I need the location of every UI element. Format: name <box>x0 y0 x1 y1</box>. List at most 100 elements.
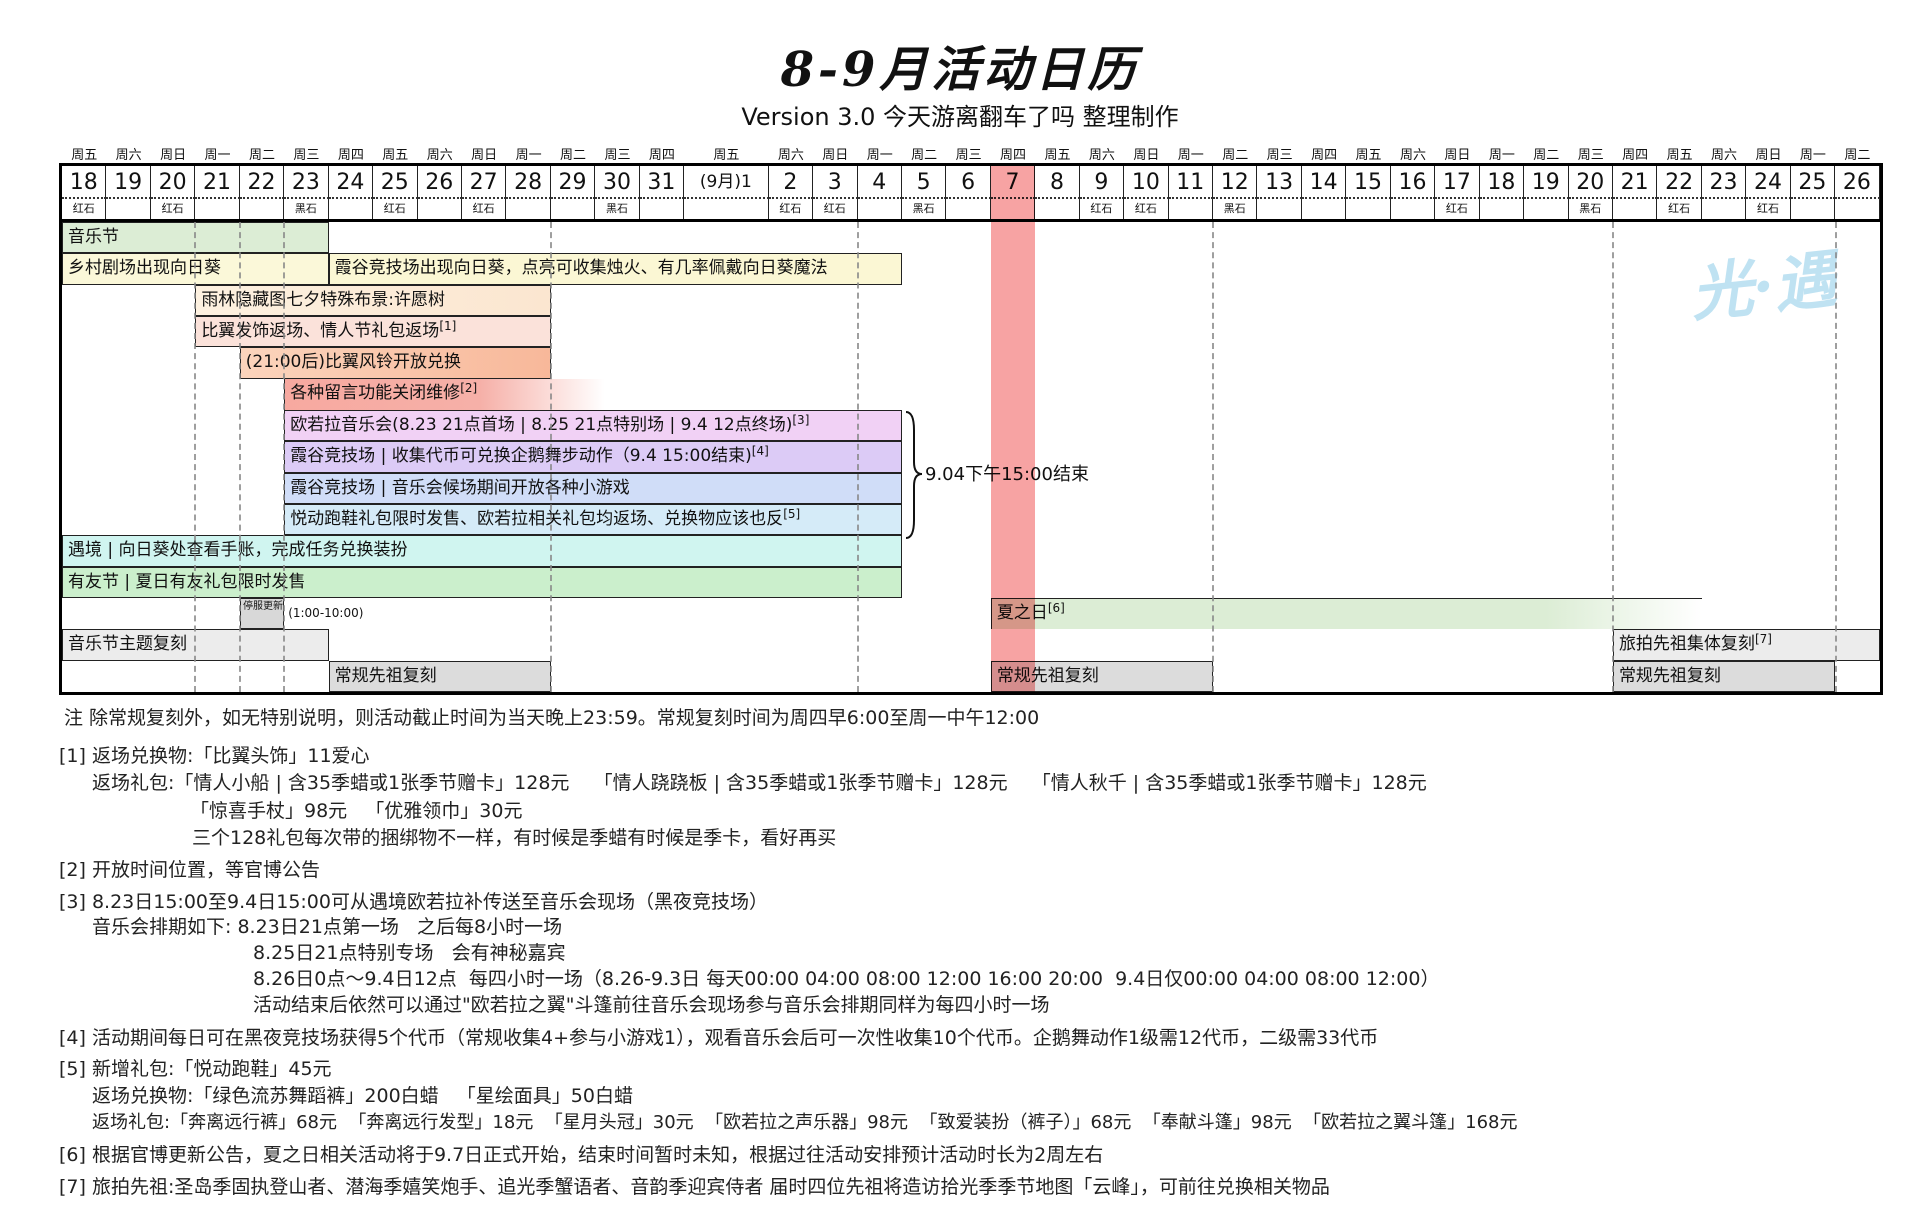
event-bar-regular-rerun-1[interactable]: 常规先祖复刻 <box>328 660 551 692</box>
date-cell[interactable]: 16 <box>1390 166 1436 199</box>
event-bar-penguin-dance[interactable]: 霞谷竞技场 | 收集代币可兑换企鹅舞步动作（9.4 15:00结束)[4] <box>284 441 902 473</box>
weekday-label: 周日 <box>1444 148 1471 163</box>
stone-cell <box>1835 199 1880 219</box>
date-cell[interactable]: 21 <box>195 166 240 199</box>
weekday-label: 周六 <box>115 148 142 163</box>
maintenance-label: 停服更新 <box>242 601 283 612</box>
stone-cell <box>1169 199 1213 219</box>
weekday-label: 周五 <box>1666 148 1693 163</box>
event-label: 悦动跑鞋礼包限时发售、欧若拉相关礼包均返场、兑换物应该也反 <box>290 509 784 529</box>
event-bar-regular-rerun-2[interactable]: 常规先祖复刻 <box>990 660 1213 692</box>
maintenance-box[interactable]: 停服更新 <box>239 598 285 630</box>
stone-cell: 黑石 <box>902 199 947 219</box>
date-cell[interactable]: 20 <box>1568 166 1613 199</box>
date-cell[interactable]: 26 <box>1835 166 1880 199</box>
footnote-ref: [5] <box>783 507 801 521</box>
note-3-special: 8.25日21点特别专场 会有神秘嘉宾 <box>253 942 566 964</box>
note-1-packs: 返场礼包:「情人小船 | 含35季蜡或1张季节赠卡」128元 「情人跷跷板 | … <box>92 772 1427 794</box>
week-divider-dashed-line <box>1612 222 1615 692</box>
date-cell[interactable]: 6 <box>946 166 991 199</box>
date-cell[interactable]: 27 <box>461 166 507 199</box>
weekday-label: 周六 <box>426 148 453 163</box>
event-bar-wing-return[interactable]: 比翼发饰返场、情人节礼包返场[1] <box>195 316 551 348</box>
date-cell[interactable]: 24 <box>328 166 374 199</box>
stone-cell: 红石 <box>1080 199 1125 219</box>
date-cell[interactable]: 4 <box>857 166 902 199</box>
event-label: 霞谷竞技场 | 音乐会候场期间开放各种小游戏 <box>290 477 630 498</box>
event-bar-friend-festival[interactable]: 有友节 | 夏日有友礼包限时发售 <box>62 566 902 598</box>
stone-cell: 黑石 <box>284 199 329 219</box>
weekday-label: 周日 <box>471 148 498 163</box>
date-cell[interactable]: 11 <box>1168 166 1213 199</box>
note-1-packs-2: 「惊喜手杖」98元 「优雅领巾」30元 <box>190 800 523 822</box>
event-bar-running-shoes[interactable]: 悦动跑鞋礼包限时发售、欧若拉相关礼包均返场、兑换物应该也反[5] <box>284 504 902 536</box>
note-7: [7] 旅拍先祖:圣岛季固执登山者、潜海季嬉笑炮手、追光季蟹语者、音韵季迎宾侍者… <box>59 1176 1330 1198</box>
event-bar-isle[interactable]: 遇境 | 向日葵处查看手账，完成任务兑换装扮 <box>62 535 902 567</box>
date-cell[interactable]: 29 <box>550 166 596 199</box>
footnote-ref: [3] <box>792 413 810 427</box>
date-cell[interactable]: 30 <box>595 166 640 199</box>
weekday-label: 周六 <box>777 148 804 163</box>
date-cell[interactable]: 19 <box>106 166 151 199</box>
date-cell[interactable]: 23 <box>284 166 329 199</box>
event-bar-message-off[interactable]: 各种留言功能关闭维修[2] <box>284 378 640 410</box>
date-cell[interactable]: 28 <box>506 166 551 199</box>
weekday-label: 周三 <box>604 148 631 163</box>
weekday-label: 周一 <box>515 148 542 163</box>
stone-cell <box>551 199 596 219</box>
date-cell[interactable]: 15 <box>1346 166 1391 199</box>
stone-cell <box>1702 199 1747 219</box>
date-cell[interactable]: (9月)1 <box>684 166 769 199</box>
date-cell[interactable]: 8 <box>1035 166 1080 199</box>
event-label: 雨林隐藏图七夕特殊布景:许愿树 <box>201 289 446 310</box>
event-bar-summer-day[interactable]: 夏之日[6] <box>990 598 1702 630</box>
date-cell[interactable]: 14 <box>1301 166 1347 199</box>
event-bar-travel-spirits[interactable]: 旅拍先祖集体复刻[7] <box>1612 629 1880 661</box>
event-bar-wind-chime[interactable]: (21:00后)比翼风铃开放兑换 <box>239 347 551 379</box>
date-cell[interactable]: 9 <box>1079 166 1125 199</box>
event-bar-aurora-concert[interactable]: 欧若拉音乐会(8.23 21点首场 | 8.25 21点特别场 | 9.4 12… <box>284 410 902 442</box>
weekday-label: 周六 <box>1088 148 1115 163</box>
date-cell[interactable]: 23 <box>1701 166 1747 199</box>
note-2: [2] 开放时间位置，等官博公告 <box>59 859 320 881</box>
weekday-label: 周日 <box>822 148 849 163</box>
date-cell[interactable]: 5 <box>901 166 947 199</box>
date-cell[interactable]: 7 <box>990 166 1036 199</box>
stone-cell: 红石 <box>373 199 418 219</box>
date-cell[interactable]: 20 <box>150 166 196 199</box>
date-cell[interactable]: 19 <box>1524 166 1569 199</box>
stone-cell <box>1613 199 1658 219</box>
weekday-label: 周二 <box>1222 148 1249 163</box>
weekday-label: 周五 <box>1355 148 1382 163</box>
event-bar-regular-rerun-3[interactable]: 常规先祖复刻 <box>1612 660 1836 692</box>
stone-cell: 红石 <box>151 199 196 219</box>
date-cell[interactable]: 25 <box>373 166 418 199</box>
date-cell[interactable]: 12 <box>1213 166 1258 199</box>
note-3-schedule: 音乐会排期如下: 8.23日21点第一场 之后每8小时一场 <box>92 916 563 938</box>
event-bar-rainforest[interactable]: 雨林隐藏图七夕特殊布景:许愿树 <box>195 284 551 316</box>
date-cell[interactable]: 21 <box>1612 166 1658 199</box>
date-cell[interactable]: 22 <box>239 166 285 199</box>
event-bar-mini-games[interactable]: 霞谷竞技场 | 音乐会候场期间开放各种小游戏 <box>284 472 902 504</box>
date-cell[interactable]: 18 <box>62 166 107 199</box>
date-cell[interactable]: 13 <box>1257 166 1302 199</box>
date-cell[interactable]: 22 <box>1657 166 1702 199</box>
stone-cell: 红石 <box>1657 199 1702 219</box>
stone-cell <box>106 199 151 219</box>
date-cell[interactable]: 25 <box>1790 166 1836 199</box>
weekday-label: 周四 <box>648 148 675 163</box>
date-cell[interactable]: 18 <box>1479 166 1525 199</box>
date-cell[interactable]: 10 <box>1124 166 1169 199</box>
weekday-label: 周二 <box>1844 148 1871 163</box>
event-label: 旅拍先祖集体复刻 <box>1618 634 1755 655</box>
week-divider-dashed-line <box>283 222 286 692</box>
date-cell[interactable]: 24 <box>1746 166 1791 199</box>
date-cell[interactable]: 2 <box>768 166 814 199</box>
date-cell[interactable]: 3 <box>813 166 858 199</box>
event-label: 乡村剧场出现向日葵 <box>68 258 221 279</box>
date-cell[interactable]: 17 <box>1435 166 1480 199</box>
stone-cell: 红石 <box>769 199 814 219</box>
date-cell[interactable]: 26 <box>417 166 462 199</box>
event-bar-valley-sunflower[interactable]: 霞谷竞技场出现向日葵，点亮可收集烛火、有几率佩戴向日葵魔法 <box>328 253 902 285</box>
date-cell[interactable]: 31 <box>639 166 685 199</box>
